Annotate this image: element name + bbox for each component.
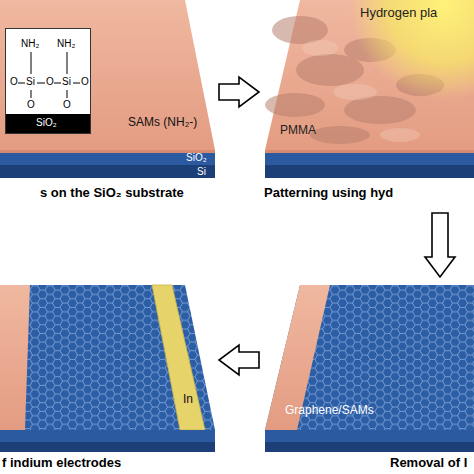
atom-label: Si bbox=[26, 76, 35, 88]
step-caption: Removal of I bbox=[390, 456, 467, 471]
atom-label: O bbox=[63, 99, 71, 111]
patterned-slab bbox=[265, 0, 474, 178]
layer-label: Graphene/SAMs bbox=[285, 404, 374, 418]
layer-label: SiO₂ bbox=[186, 152, 207, 164]
substrate-slab bbox=[0, 0, 215, 178]
molecule-inset: NH₂NH₂OSiOSiOOOSiO₂ bbox=[5, 28, 91, 134]
atom-label: NH₂ bbox=[57, 38, 75, 50]
process-arrow bbox=[219, 345, 259, 375]
process-panel: Graphene/SAMsRemoval of I bbox=[262, 280, 474, 474]
atom-label: O bbox=[46, 76, 54, 88]
layer-label: PMMA bbox=[280, 124, 316, 138]
step-caption: s on the SiO₂ substrate bbox=[40, 186, 184, 201]
electrode-slab bbox=[0, 285, 215, 452]
substrate-label: SiO₂ bbox=[36, 117, 57, 129]
atom-label: O bbox=[27, 99, 35, 111]
atom-label: NH₂ bbox=[21, 38, 39, 50]
process-panel: Hydrogen plaPMMA Patterning using hyd bbox=[262, 0, 474, 210]
process-panel: In f indium electrodes bbox=[0, 280, 216, 474]
step-caption: f indium electrodes bbox=[2, 456, 121, 471]
electrode-label: In bbox=[183, 393, 193, 407]
layer-label: Si bbox=[197, 166, 206, 178]
step-caption: Patterning using hyd bbox=[264, 186, 393, 201]
process-arrow bbox=[425, 213, 455, 277]
graphene-slab bbox=[265, 285, 474, 452]
process-panel: s on the SiO₂ substrate SAMs (NH₂-) SiO₂ Si… bbox=[0, 0, 216, 210]
process-arrow bbox=[219, 77, 259, 107]
atom-label: Si bbox=[62, 76, 71, 88]
layer-label: SAMs (NH₂-) bbox=[128, 116, 197, 130]
plasma-label: Hydrogen pla bbox=[360, 6, 437, 21]
atom-label: O bbox=[10, 76, 18, 88]
atom-label: O bbox=[81, 76, 89, 88]
